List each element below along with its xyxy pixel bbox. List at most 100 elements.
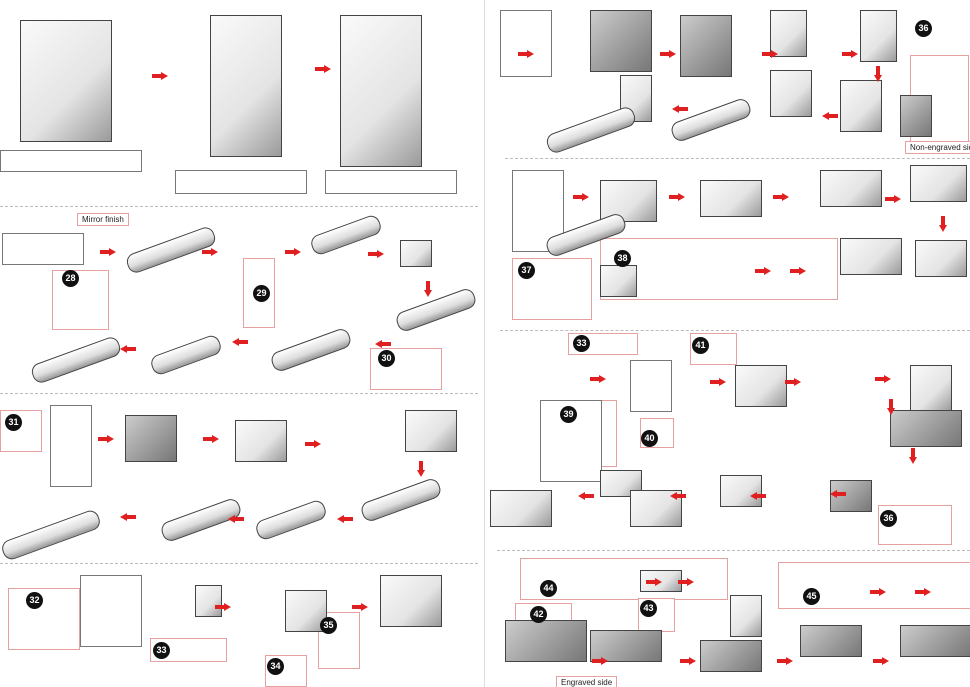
step-number-badge: 30 [378,350,395,367]
tube-part [29,334,123,386]
model-part [860,10,897,62]
model-part [735,365,787,407]
red-arrow-icon [669,193,685,201]
red-arrow-icon [873,657,889,665]
model-part [680,15,732,77]
step-number-badge: 32 [26,592,43,609]
step-number-badge: 31 [5,414,22,431]
step-number-badge: 36 [880,510,897,527]
red-arrow-icon [875,375,891,383]
model-part [900,625,970,657]
model-part [700,640,762,672]
step-number-badge: 41 [692,337,709,354]
tube-part [269,326,353,374]
column-divider [484,0,485,687]
tube-part [148,333,224,377]
model-part [730,595,762,637]
red-arrow-icon [152,72,168,80]
tube-part [669,96,753,144]
red-arrow-icon [755,267,771,275]
red-arrow-icon [305,440,321,448]
step-number-badge: 33 [573,335,590,352]
model-part [900,95,932,137]
step-number-badge: 34 [267,658,284,675]
model-part [400,240,432,267]
red-arrow-icon [285,248,301,256]
model-part [490,490,552,527]
step-callout-box [52,270,109,330]
red-arrow-icon [375,340,391,348]
section-divider [0,563,478,564]
engraved-side-label: Engraved side [556,676,618,687]
model-part [840,80,882,132]
model-part [500,10,552,77]
red-arrow-icon [773,193,789,201]
red-arrow-icon [590,375,606,383]
red-arrow-icon [790,267,806,275]
model-part [0,150,142,172]
step-number-badge: 33 [153,642,170,659]
step-number-badge: 39 [560,406,577,423]
red-arrow-icon [315,65,331,73]
mirror-finish-label: Mirror finish [77,213,129,226]
red-arrow-icon [822,112,838,120]
model-part [720,475,762,507]
red-arrow-icon [874,66,882,82]
red-arrow-icon [870,588,886,596]
section-divider [0,393,478,394]
red-arrow-icon [680,657,696,665]
red-arrow-icon [573,193,589,201]
model-part [820,170,882,207]
red-arrow-icon [368,250,384,258]
model-part [800,625,862,657]
step-number-badge: 35 [320,617,337,634]
red-arrow-icon [842,50,858,58]
step-number-badge: 38 [614,250,631,267]
model-part [50,405,92,487]
model-part [80,575,142,647]
model-part [235,420,287,462]
tube-part [394,286,478,334]
red-arrow-icon [232,338,248,346]
red-arrow-icon [337,515,353,523]
model-part [700,180,762,217]
step-number-badge: 44 [540,580,557,597]
model-part [2,233,84,265]
red-arrow-icon [678,578,694,586]
red-arrow-icon [592,657,608,665]
red-arrow-icon [777,657,793,665]
step-number-badge: 29 [253,285,270,302]
red-arrow-icon [672,105,688,113]
model-part [195,585,222,617]
model-part [915,240,967,277]
model-part [325,170,457,194]
step-callout-box [8,588,80,650]
tube-part [0,508,103,562]
red-arrow-icon [120,513,136,521]
red-arrow-icon [352,603,368,611]
red-arrow-icon [915,588,931,596]
red-arrow-icon [203,435,219,443]
model-part [770,70,812,117]
red-arrow-icon [228,515,244,523]
section-divider [497,550,970,551]
red-arrow-icon [939,216,947,232]
model-part [890,410,962,447]
section-divider [0,206,478,207]
tube-part [253,498,329,542]
tube-part [544,104,638,156]
model-part [125,415,177,462]
model-part [630,360,672,412]
step-number-badge: 37 [518,262,535,279]
red-arrow-icon [885,195,901,203]
section-divider [500,330,970,331]
step-number-badge: 42 [530,606,547,623]
model-part [20,20,112,142]
red-arrow-icon [830,490,846,498]
model-part [590,10,652,72]
red-arrow-icon [98,435,114,443]
model-part [175,170,307,194]
step-number-badge: 40 [641,430,658,447]
red-arrow-icon [417,461,425,477]
